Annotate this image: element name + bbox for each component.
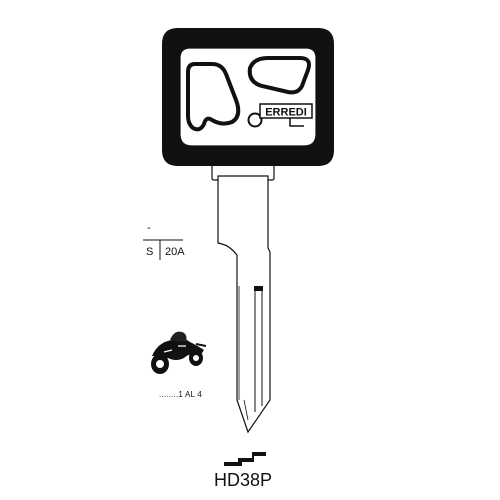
key-blade <box>217 175 271 434</box>
top-mark: - <box>147 222 151 234</box>
motorcycle-icon <box>151 331 207 374</box>
erredi-logo: ERREDI <box>247 103 313 128</box>
model-code: HD38P <box>214 470 273 490</box>
range-text: ........1 AL 4 <box>159 390 202 399</box>
side-right-code: 20A <box>165 246 185 258</box>
logo-text: ERREDI <box>265 107 307 119</box>
key-profile-icon <box>224 452 266 466</box>
key-head <box>162 28 334 166</box>
spec-marker <box>143 239 183 260</box>
side-left-code: S <box>146 246 154 258</box>
